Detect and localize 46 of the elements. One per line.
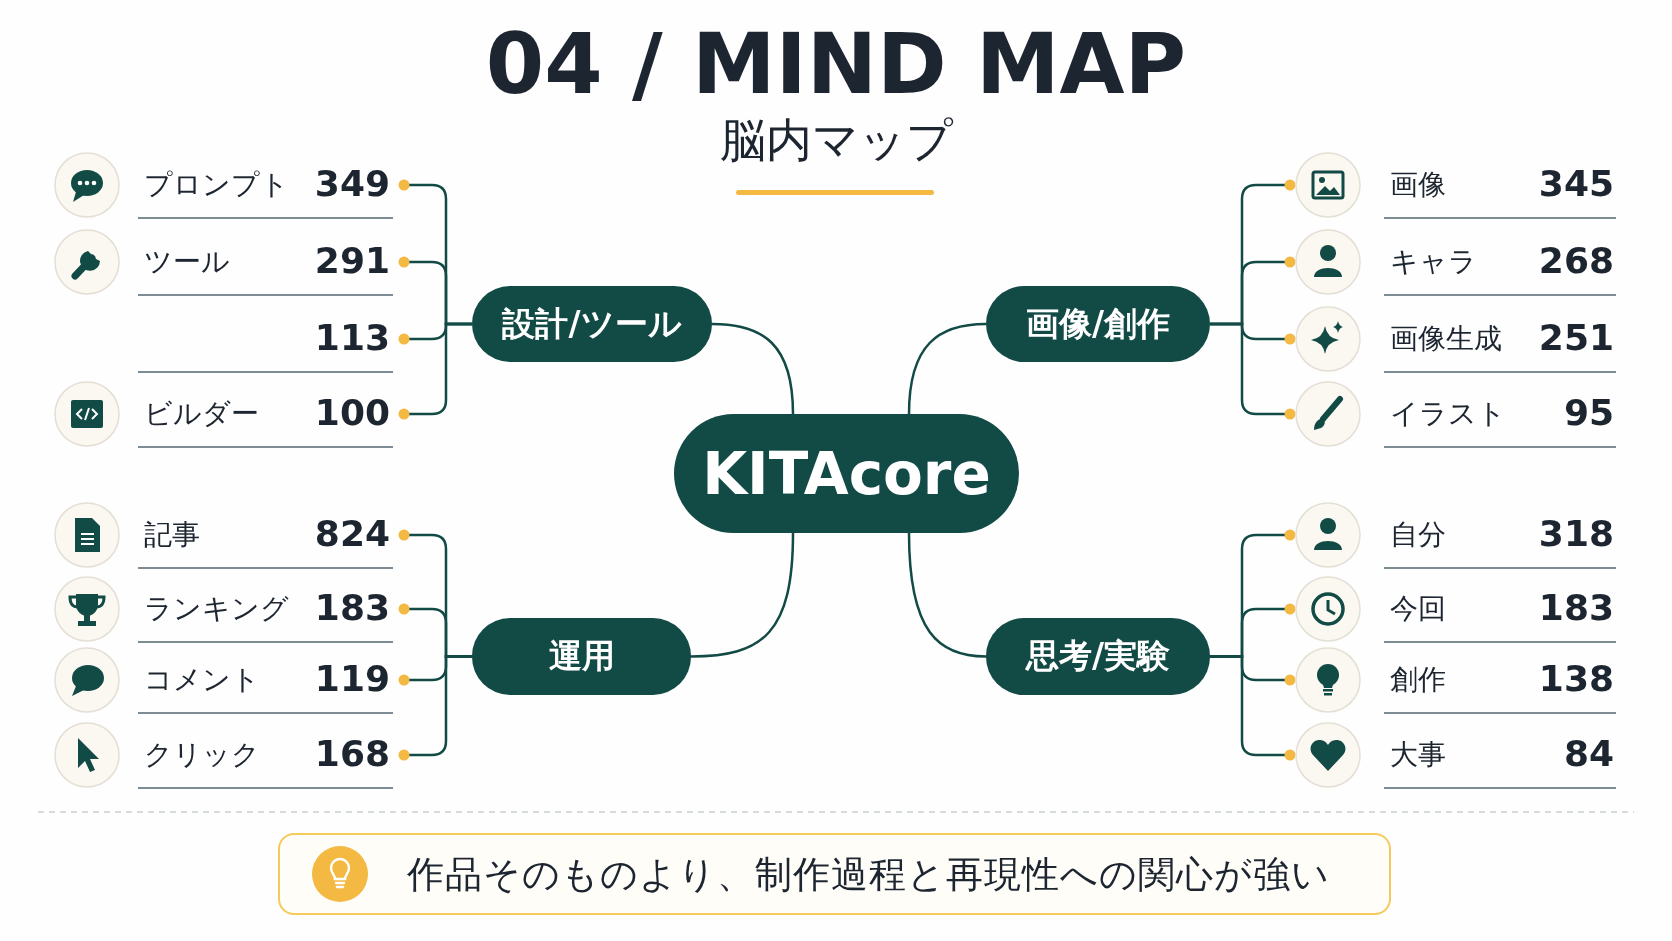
- connector-line: [1210, 322, 1296, 420]
- item-label: コメント: [144, 663, 260, 697]
- count-value: 84: [1563, 734, 1614, 774]
- item-label: 画像: [1390, 168, 1446, 202]
- callout-box: [278, 833, 1391, 915]
- item-label: キャラ: [1390, 245, 1477, 279]
- callout-text: 作品そのものより、制作過程と再現性への関心が強い: [407, 852, 1330, 898]
- subtitle: 脳内マップ: [719, 112, 953, 168]
- item-label: ツール: [144, 245, 230, 279]
- item-label: 大事: [1390, 738, 1446, 772]
- count-value: 138: [1538, 659, 1614, 699]
- count-value: 119: [314, 659, 390, 699]
- count-value: 268: [1538, 241, 1614, 281]
- item-label: プロンプト: [144, 168, 289, 202]
- item-label: 創作: [1390, 663, 1446, 697]
- item-label: 自分: [1390, 518, 1446, 552]
- count-value: 183: [314, 588, 390, 628]
- connector-line: [398, 322, 472, 420]
- connector-line: [907, 322, 987, 415]
- item-label: 画像生成: [1390, 322, 1502, 356]
- count-value: 100: [314, 393, 390, 433]
- item-label: 今回: [1390, 592, 1446, 626]
- connector-line: [690, 532, 795, 658]
- count-value: 251: [1538, 318, 1614, 358]
- count-value: 113: [314, 318, 390, 358]
- count-value: 291: [314, 241, 390, 281]
- count-value: 349: [314, 164, 390, 204]
- count-value: 318: [1538, 514, 1614, 554]
- count-value: 183: [1538, 588, 1614, 628]
- item-label: ランキング: [144, 592, 289, 626]
- central-topic-pill: KITAcore: [674, 414, 1019, 533]
- item-label: ビルダー: [144, 397, 259, 431]
- item-label: イラスト: [1390, 397, 1506, 431]
- count-value: 824: [314, 514, 390, 554]
- count-value: 345: [1538, 164, 1614, 204]
- connector-line: [711, 322, 795, 415]
- count-value: 95: [1563, 393, 1614, 433]
- item-label: クリック: [144, 738, 260, 772]
- branch-pill: 思考/実験: [986, 618, 1210, 695]
- branch-pill: 画像/創作: [986, 286, 1210, 362]
- count-value: 168: [314, 734, 390, 774]
- branch-pill: 運用: [472, 618, 691, 695]
- connector-line: [907, 532, 987, 658]
- branch-pill: 設計/ツール: [472, 286, 712, 362]
- title: 04 / MIND MAP: [485, 14, 1187, 114]
- item-label: 記事: [144, 518, 200, 552]
